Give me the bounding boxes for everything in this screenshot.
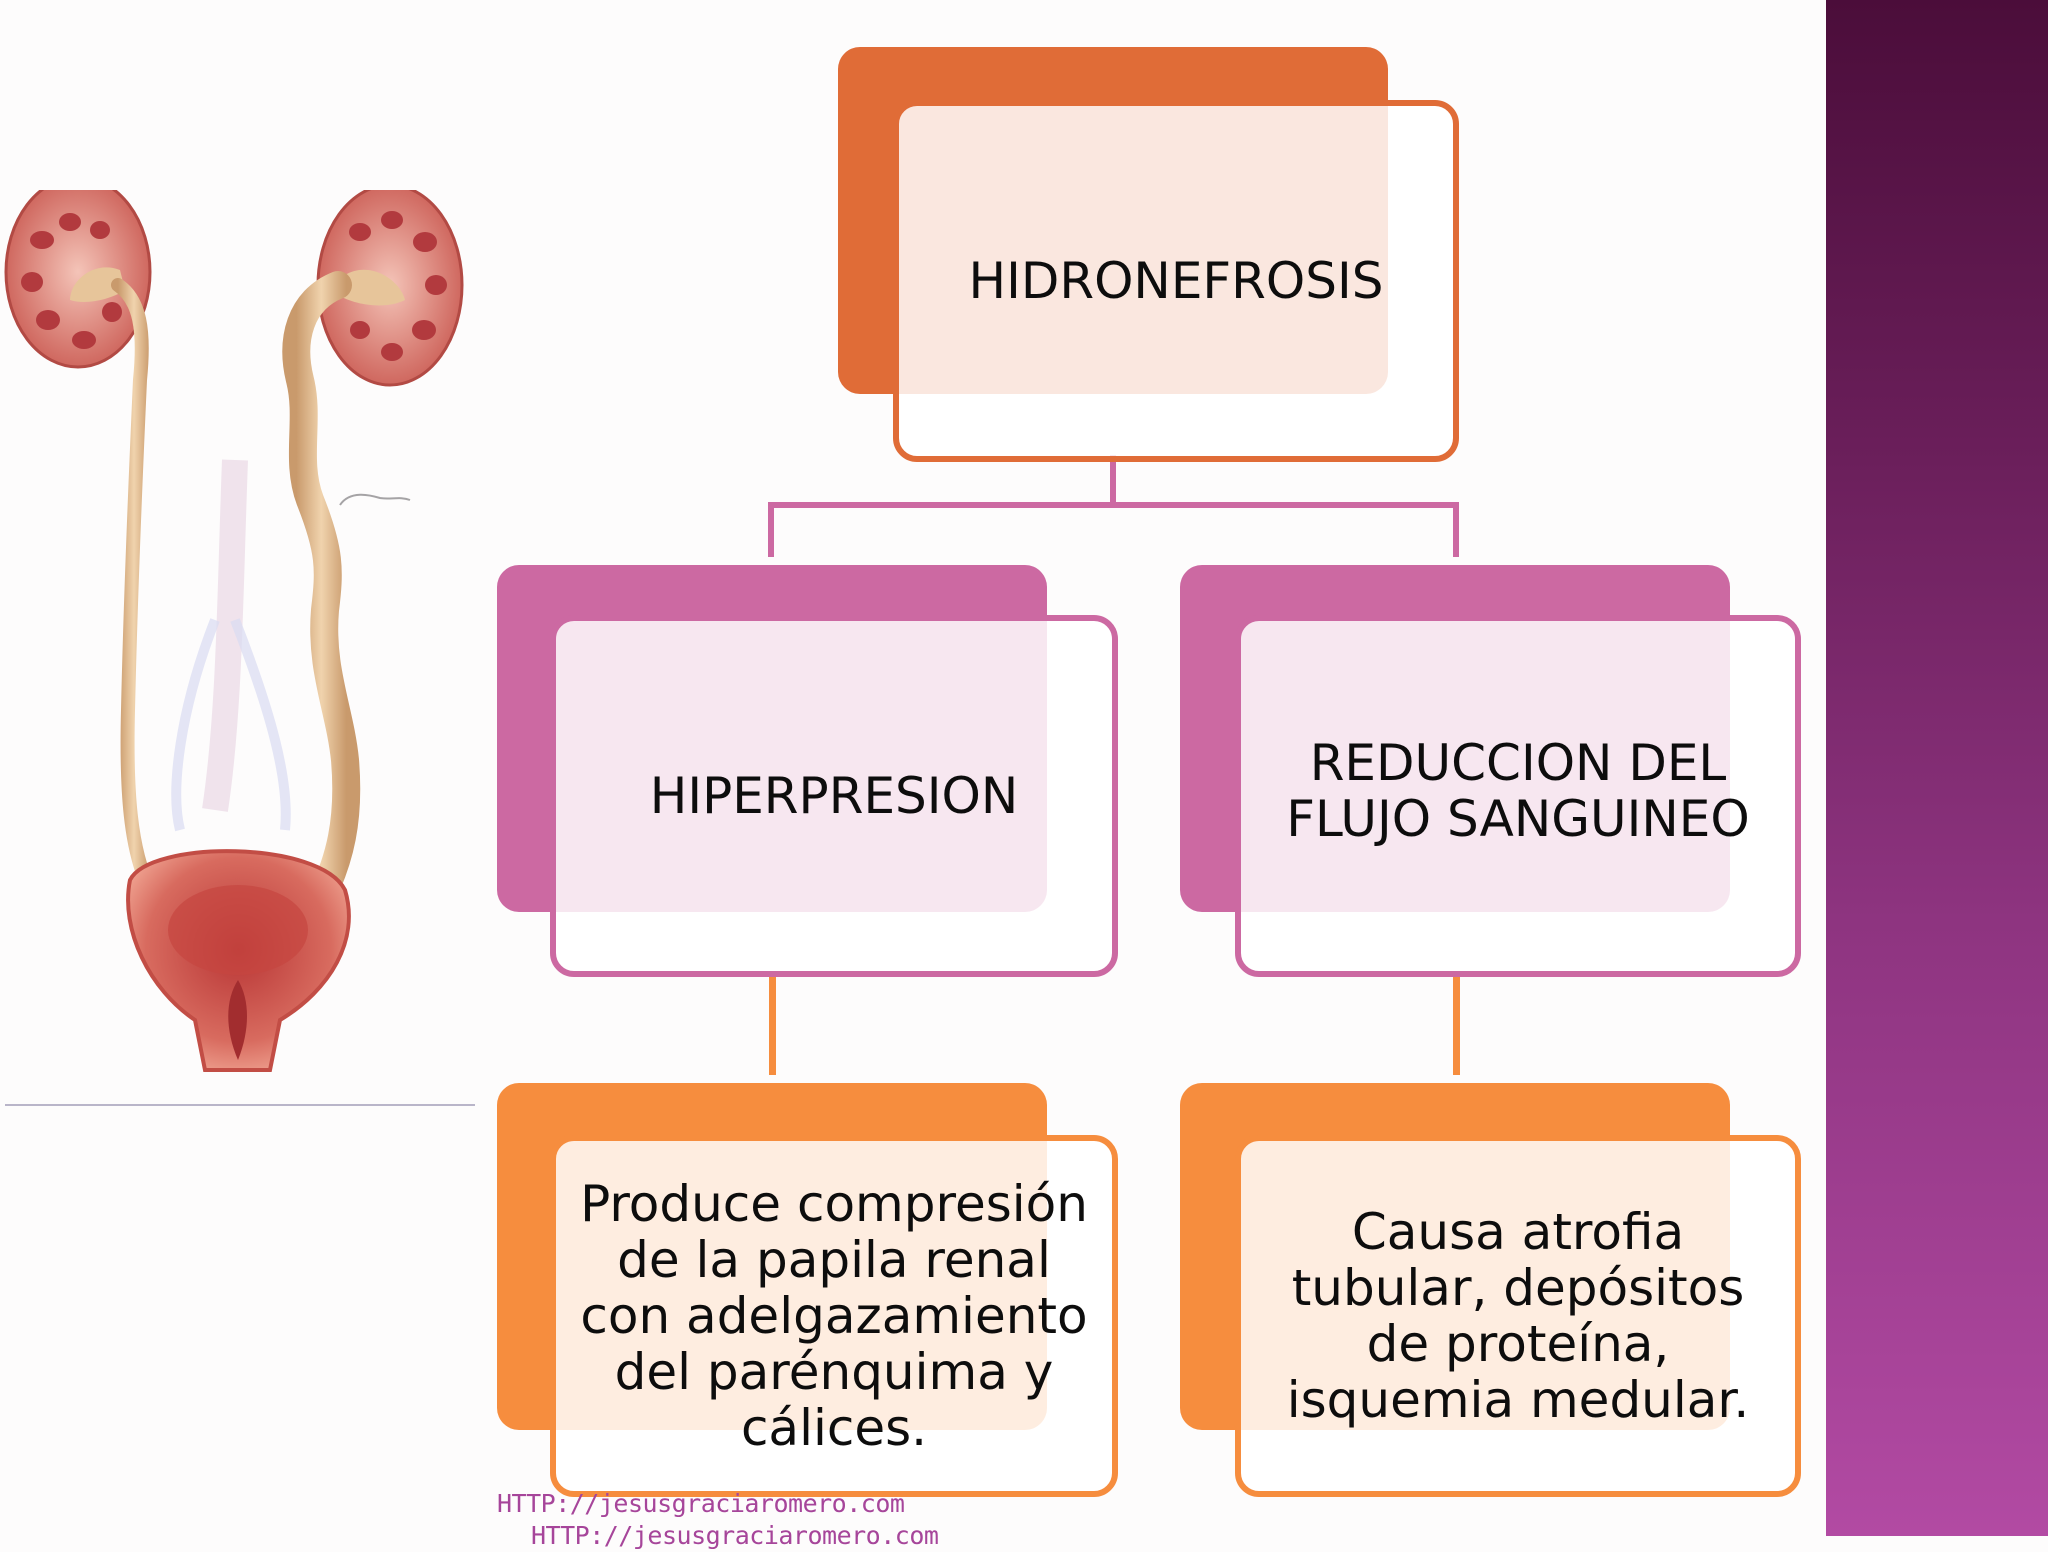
footer-source: HTTP://jesusgraciaromero.com HTTP://jesu… (497, 1488, 939, 1552)
branch-node-front (550, 615, 1118, 977)
branch-node-label: REDUCCION DEL FLUJO SANGUINEO (1286, 734, 1750, 848)
connector-horizontal (768, 502, 1459, 508)
detail-node-front (550, 1135, 1118, 1497)
footer-link-2[interactable]: HTTP://jesusgraciaromero.com (531, 1521, 939, 1550)
decorative-sidebar (1826, 0, 2048, 1536)
connector-right-detail (1453, 975, 1460, 1075)
branch-node-label: HIPERPRESION (649, 767, 1019, 825)
detail-node-label: Causa atrofia tubular, depósitos de prot… (1286, 1203, 1750, 1429)
connector-right-drop (1453, 502, 1459, 557)
connector-left-detail (769, 975, 776, 1075)
root-node-front (893, 100, 1459, 462)
connector-left-drop (768, 502, 774, 557)
detail-node-front (1235, 1135, 1801, 1497)
detail-node-label: Produce compresión de la papila renal co… (580, 1175, 1088, 1457)
urinary-system-illustration (4, 190, 464, 1072)
footer-link-1[interactable]: HTTP://jesusgraciaromero.com (497, 1489, 905, 1518)
connector-root-stem (1110, 455, 1116, 505)
root-node-label: HIDRONEFROSIS (968, 252, 1384, 310)
divider-line (5, 1104, 475, 1106)
branch-node-front (1235, 615, 1801, 977)
